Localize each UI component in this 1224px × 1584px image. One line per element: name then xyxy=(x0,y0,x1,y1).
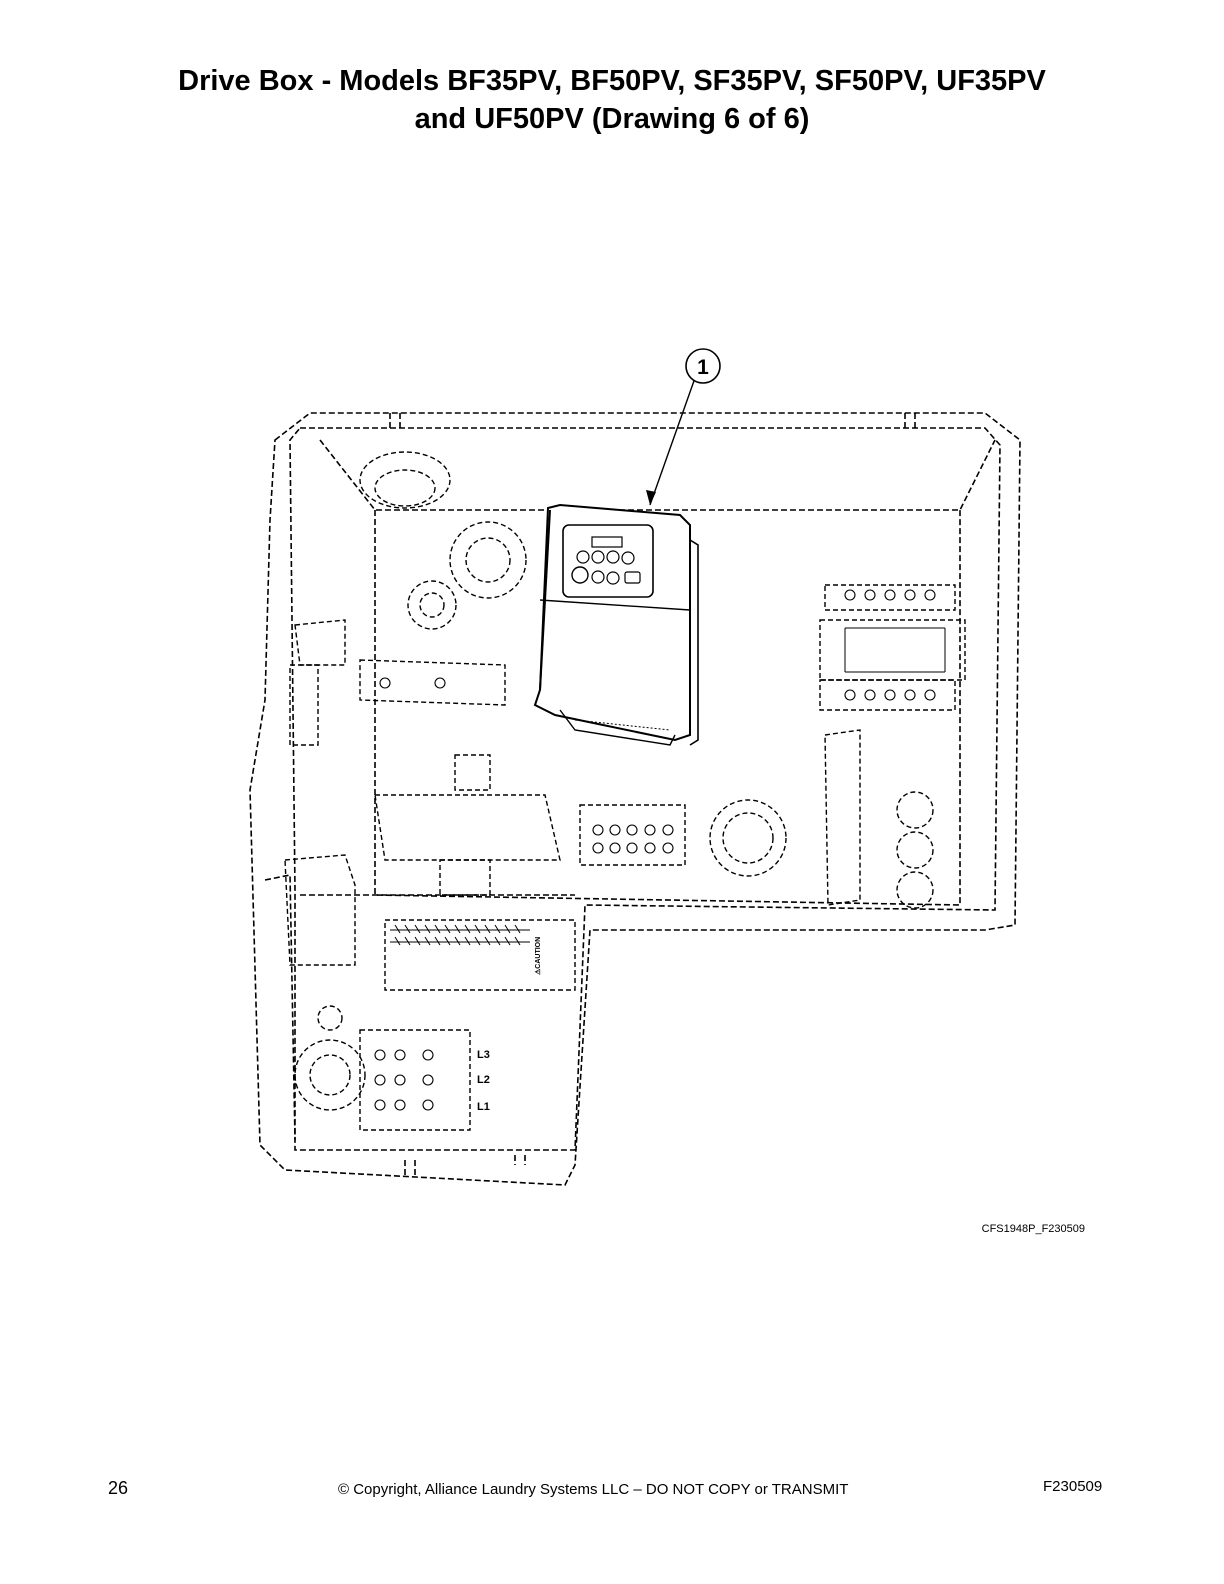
drive-unit xyxy=(533,503,699,746)
label-l3: L3 xyxy=(477,1049,490,1061)
title-line-2: and UF50PV (Drawing 6 of 6) xyxy=(414,103,810,135)
din-rails xyxy=(284,584,966,1131)
label-l2: L2 xyxy=(477,1074,490,1086)
page-title: Drive Box - Models BF35PV, BF50PV, SF35P… xyxy=(60,62,1164,138)
terminal-labels: L3 L2 L1 xyxy=(477,1049,490,1113)
callout-1: 1 xyxy=(646,348,721,506)
callout-number: 1 xyxy=(697,356,709,379)
label-l1: L1 xyxy=(477,1101,490,1113)
terminal-screws xyxy=(374,589,936,1111)
drive-box-drawing: 1 L3 L2 L1 ⚠CAUTION xyxy=(249,348,1021,1186)
enclosure-outline xyxy=(249,412,1021,1186)
knockouts xyxy=(294,451,934,1111)
drawing-reference: CFS1948P_F230509 xyxy=(981,1223,1085,1235)
form-number: F230509 xyxy=(1043,1478,1103,1495)
terminal-strip xyxy=(390,627,946,946)
page-number: 26 xyxy=(108,1478,129,1498)
copyright-notice: © Copyright, Alliance Laundry Systems LL… xyxy=(338,1481,849,1498)
caution-label: ⚠CAUTION xyxy=(534,937,542,975)
title-line-1: Drive Box - Models BF35PV, BF50PV, SF35P… xyxy=(178,65,1046,97)
